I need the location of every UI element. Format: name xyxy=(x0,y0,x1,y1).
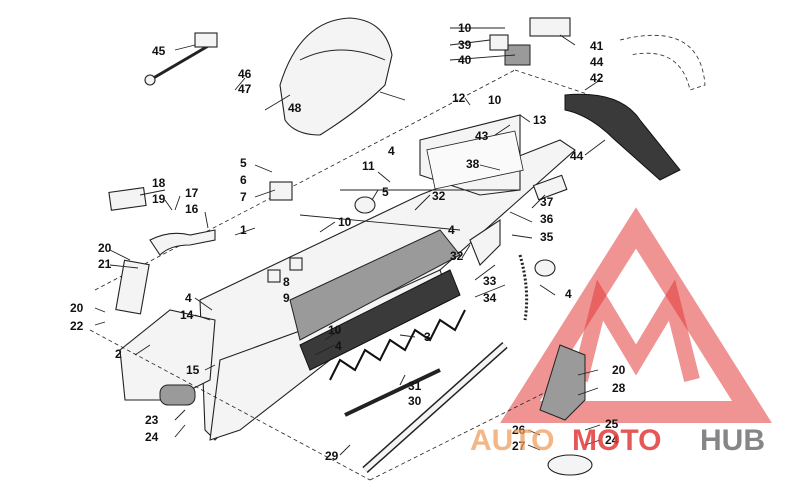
callout: 44 xyxy=(570,149,584,163)
callout: 26 xyxy=(512,423,526,437)
seat-assembly xyxy=(264,17,406,136)
callout: 20 xyxy=(70,301,84,315)
misc-parts xyxy=(108,17,593,476)
callout: 4 xyxy=(185,291,192,305)
callout: 9 xyxy=(283,291,290,305)
callout: 5 xyxy=(382,185,389,199)
callout: 29 xyxy=(325,449,339,463)
callout: 17 xyxy=(185,186,199,200)
callout: 32 xyxy=(450,249,464,263)
callout: 33 xyxy=(483,274,497,288)
leader-lines xyxy=(94,27,606,456)
callout: 4 xyxy=(565,287,572,301)
callout: 37 xyxy=(540,195,554,209)
callout: 45 xyxy=(152,44,166,58)
watermark-logo xyxy=(500,207,772,423)
callout: 31 xyxy=(408,379,422,393)
callout: 30 xyxy=(408,394,422,408)
callout: 15 xyxy=(186,363,200,377)
callout: 39 xyxy=(458,38,472,52)
callout: 10 xyxy=(328,323,342,337)
callout: 44 xyxy=(590,55,604,69)
callout: 4 xyxy=(388,144,395,158)
callout: 47 xyxy=(238,82,252,96)
callout: 43 xyxy=(475,129,489,143)
callout: 21 xyxy=(98,257,112,271)
tunnel-frame xyxy=(89,69,591,481)
callout: 24 xyxy=(145,430,159,444)
callout: 23 xyxy=(145,413,159,427)
watermark-part3: HUB xyxy=(700,424,765,457)
callout: 14 xyxy=(180,308,194,322)
callout: 19 xyxy=(152,192,166,206)
callout: 36 xyxy=(540,212,554,226)
callout: 16 xyxy=(185,202,199,216)
callout: 40 xyxy=(458,53,472,67)
callout: 28 xyxy=(612,381,626,395)
callout: 3 xyxy=(424,330,431,344)
callout: 20 xyxy=(612,363,626,377)
callout: 10 xyxy=(338,215,352,229)
callout: 48 xyxy=(288,101,302,115)
callout: 38 xyxy=(466,157,480,171)
callout: 6 xyxy=(240,173,247,187)
callout: 32 xyxy=(432,189,446,203)
callout: 46 xyxy=(238,67,252,81)
callout: 18 xyxy=(152,176,166,190)
callout: 27 xyxy=(512,439,526,453)
rear-bumper-part xyxy=(564,34,706,181)
callout: 35 xyxy=(540,230,554,244)
watermark-text: AUTO MOTO HUB xyxy=(470,424,765,457)
callout-labels: 45 46 47 48 10 39 40 41 44 42 12 10 13 4… xyxy=(70,21,626,463)
callout: 2 xyxy=(115,347,122,361)
callout: 4 xyxy=(335,339,342,353)
callout: 42 xyxy=(590,71,604,85)
callout: 11 xyxy=(362,159,375,173)
callout: 7 xyxy=(240,190,247,204)
callout: 25 xyxy=(605,417,619,431)
callout: 41 xyxy=(590,39,604,53)
callout: 10 xyxy=(458,21,472,35)
callout: 24 xyxy=(605,433,619,447)
callout: 8 xyxy=(283,275,290,289)
callout: 12 xyxy=(452,91,466,105)
callout: 1 xyxy=(240,223,247,237)
callout: 10 xyxy=(488,93,502,107)
watermark-part2: MOTO xyxy=(572,424,661,457)
callout: 4 xyxy=(448,223,455,237)
air-pump-part xyxy=(144,32,218,86)
callout: 22 xyxy=(70,319,84,333)
callout: 20 xyxy=(98,241,112,255)
callout: 5 xyxy=(240,156,247,170)
callout: 34 xyxy=(483,291,497,305)
watermark-part1: AUTO xyxy=(470,424,554,457)
callout: 13 xyxy=(533,113,547,127)
